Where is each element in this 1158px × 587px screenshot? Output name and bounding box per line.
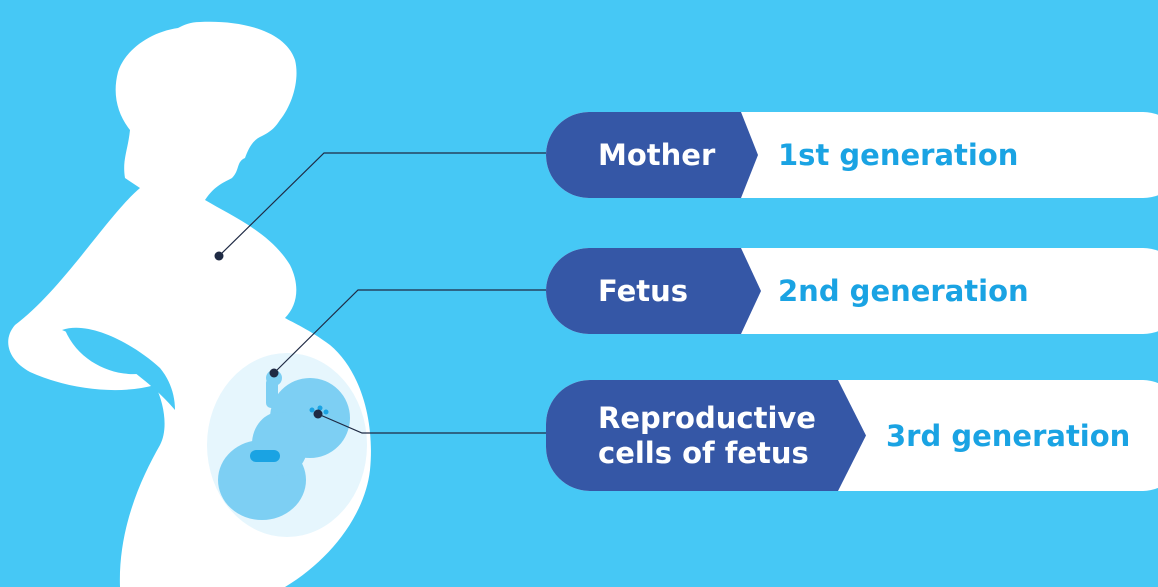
third-generation-label: 3rd generation (886, 380, 1158, 491)
generation-row-mother: Mother 1st generation (546, 112, 1158, 198)
reproductive-cells-label: Reproductive cells of fetus (598, 401, 838, 471)
generation-row-fetus: Fetus 2nd generation (546, 248, 1158, 334)
second-generation-label: 2nd generation (778, 248, 1158, 334)
mother-dot (215, 252, 224, 261)
generation-row-reproductive-cells: Reproductive cells of fetus 3rd generati… (546, 380, 1158, 491)
first-generation-label: 1st generation (778, 112, 1158, 198)
cells-dot (314, 410, 323, 419)
fetus-dot (270, 369, 279, 378)
mother-label: Mother (546, 112, 761, 198)
fetus-label: Fetus (546, 248, 761, 334)
